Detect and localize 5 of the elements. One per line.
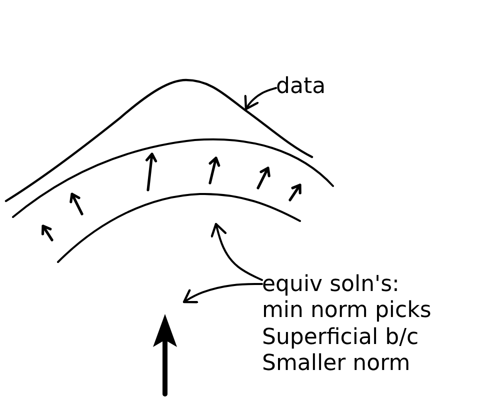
annotation-text: equiv soln's: min norm picks Superficial b/c Smaller norm — [262, 272, 432, 378]
arrow — [182, 283, 263, 304]
annotation-text: data — [276, 74, 327, 100]
arrow — [210, 222, 263, 281]
arrow — [244, 87, 277, 110]
